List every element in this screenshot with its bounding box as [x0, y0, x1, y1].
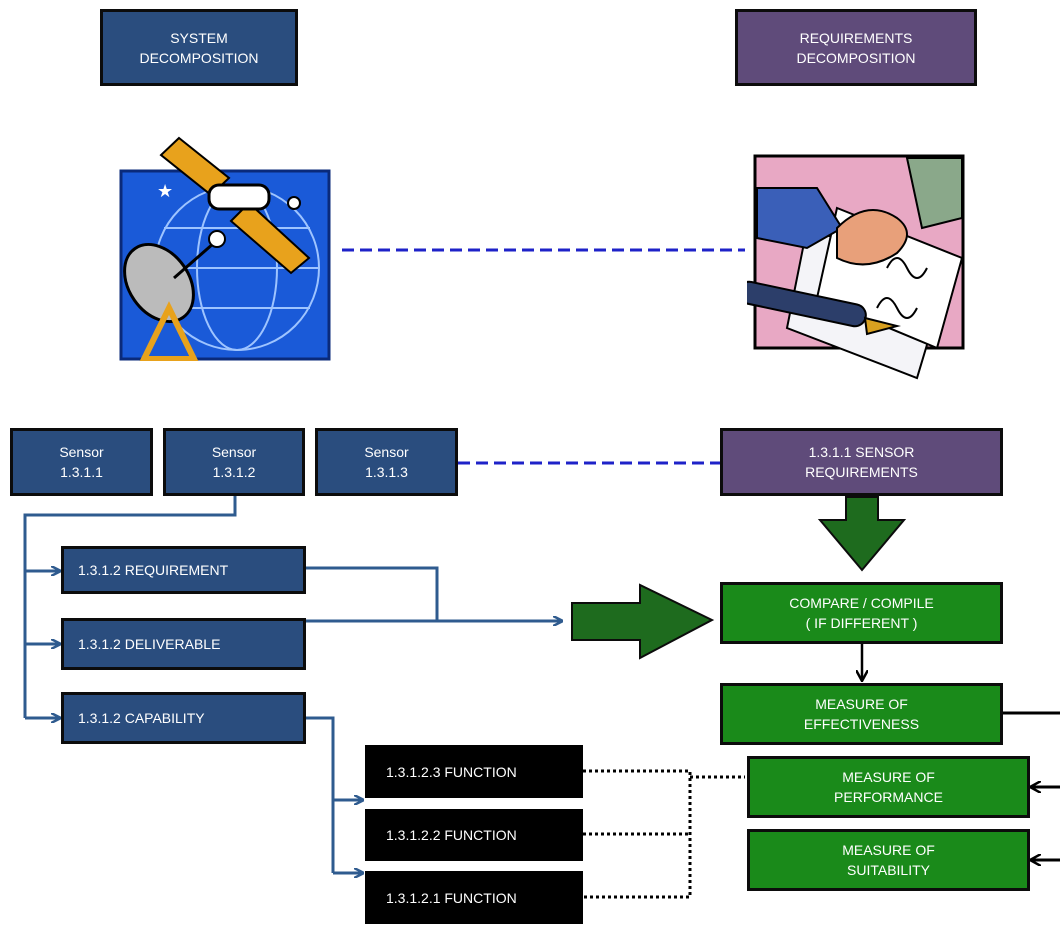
big-arrow-down: [817, 496, 907, 572]
compare-compile-box: COMPARE / COMPILE ( IF DIFFERENT ): [720, 582, 1003, 644]
function-1-3-1-2-1: 1.3.1.2.1 FUNCTION: [365, 871, 583, 924]
system-decomposition-header: SYSTEM DECOMPOSITION: [100, 9, 298, 86]
measure-of-suitability: MEASURE OF SUITABILITY: [747, 829, 1030, 891]
sensor-1-3-1-2: Sensor 1.3.1.2: [163, 428, 305, 496]
capability-box: 1.3.1.2 CAPABILITY: [61, 692, 306, 744]
handshake-clipart: [747, 154, 965, 380]
capability-branch: [305, 716, 335, 800]
measure-of-effectiveness: MEASURE OF EFFECTIVENESS: [720, 683, 1003, 745]
satellite-clipart: ★: [119, 136, 331, 361]
big-arrow-right: [571, 583, 715, 660]
sensor-1-3-1-3: Sensor 1.3.1.3: [315, 428, 458, 496]
requirements-decomposition-header: REQUIREMENTS DECOMPOSITION: [735, 9, 977, 86]
tree-trunk: [23, 496, 237, 718]
sensor-1-3-1-1: Sensor 1.3.1.1: [10, 428, 153, 496]
deliverable-box: 1.3.1.2 DELIVERABLE: [61, 618, 306, 670]
dotted-function-3: [583, 769, 692, 899]
svg-text:★: ★: [157, 181, 173, 202]
measure-of-performance: MEASURE OF PERFORMANCE: [747, 756, 1030, 818]
requirement-box: 1.3.1.2 REQUIREMENT: [61, 546, 306, 594]
function-1-3-1-2-2: 1.3.1.2.2 FUNCTION: [365, 809, 583, 861]
sensor-requirements: 1.3.1.1 SENSOR REQUIREMENTS: [720, 428, 1003, 496]
function-1-3-1-2-3: 1.3.1.2.3 FUNCTION: [365, 745, 583, 798]
merge-line: [305, 566, 439, 623]
